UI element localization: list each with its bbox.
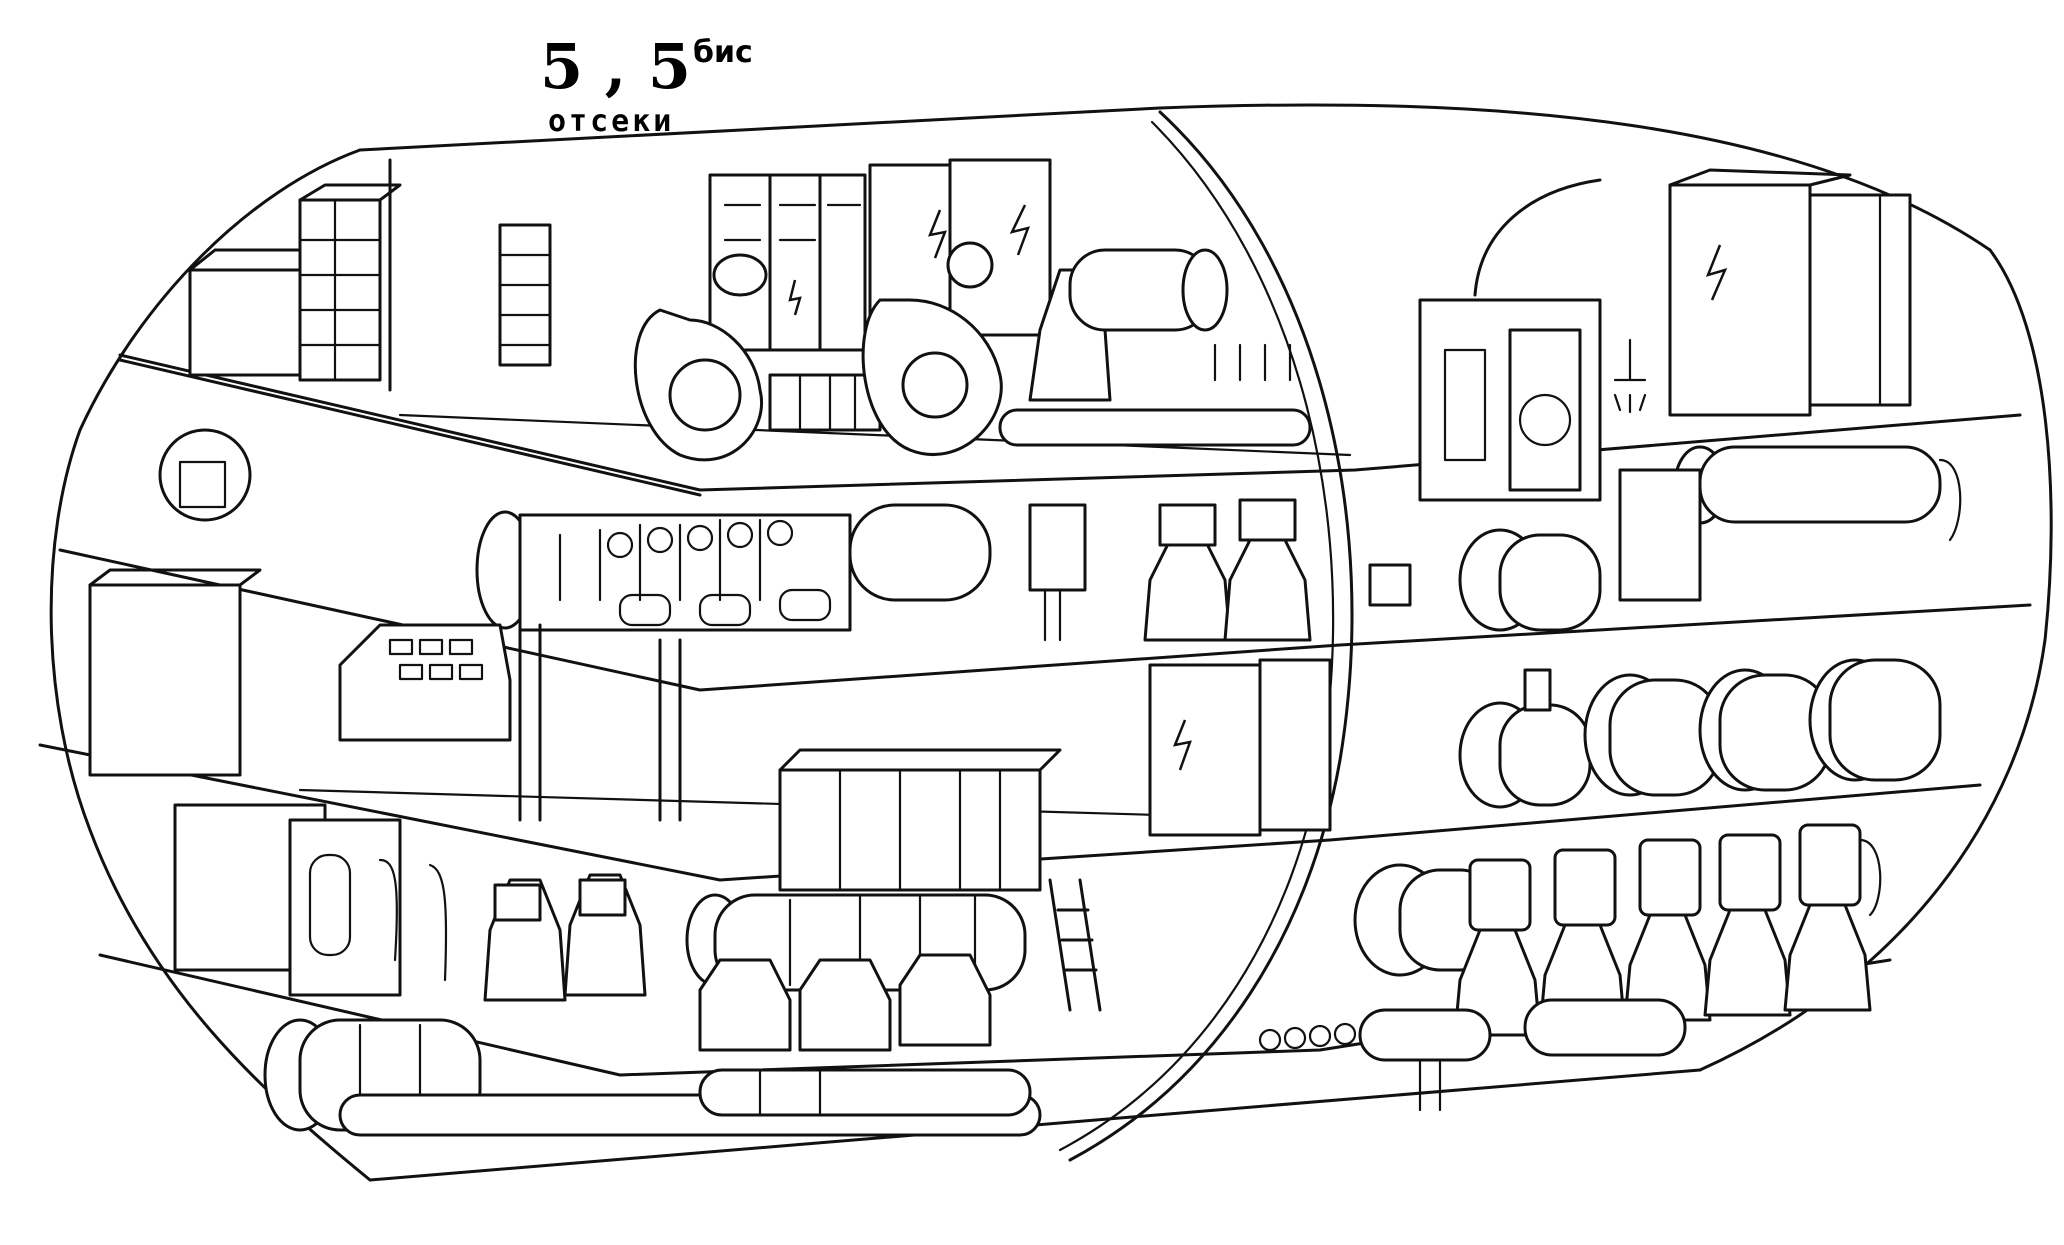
electrical-cabinets: [708, 158, 1052, 352]
pump-4: [1703, 833, 1792, 1017]
switchboard-panel: [778, 658, 1332, 892]
pump-3: [1623, 838, 1712, 1022]
right-drum-row: [1458, 658, 1942, 809]
pump-5: [1783, 823, 1882, 1012]
right-pump-row: [1353, 823, 1882, 1037]
compartment-subtitle: отсеки: [548, 104, 675, 139]
upper-left-equipment: [158, 158, 552, 522]
right-heat-exchanger: [1368, 445, 1962, 632]
lower-left-equipment: [173, 803, 647, 1002]
turbo-units: [633, 241, 1312, 462]
propulsion-motor: [685, 878, 1102, 1052]
bottom-pipes: [263, 1018, 1042, 1137]
control-console: [88, 568, 682, 822]
compartment-number: 5 , 5: [540, 30, 692, 103]
compartment-title: 5 , 5бис: [540, 18, 840, 102]
compartment-suffix: бис: [693, 35, 753, 70]
pump-units: [1143, 498, 1312, 642]
right-upper-equipment: [1418, 168, 1912, 502]
pump-1: [1453, 858, 1542, 1037]
compartment-caption: 5 , 5бис отсеки: [540, 18, 840, 140]
diesel-generator: [475, 503, 1087, 642]
right-bottom-pipes: [1258, 998, 1687, 1112]
